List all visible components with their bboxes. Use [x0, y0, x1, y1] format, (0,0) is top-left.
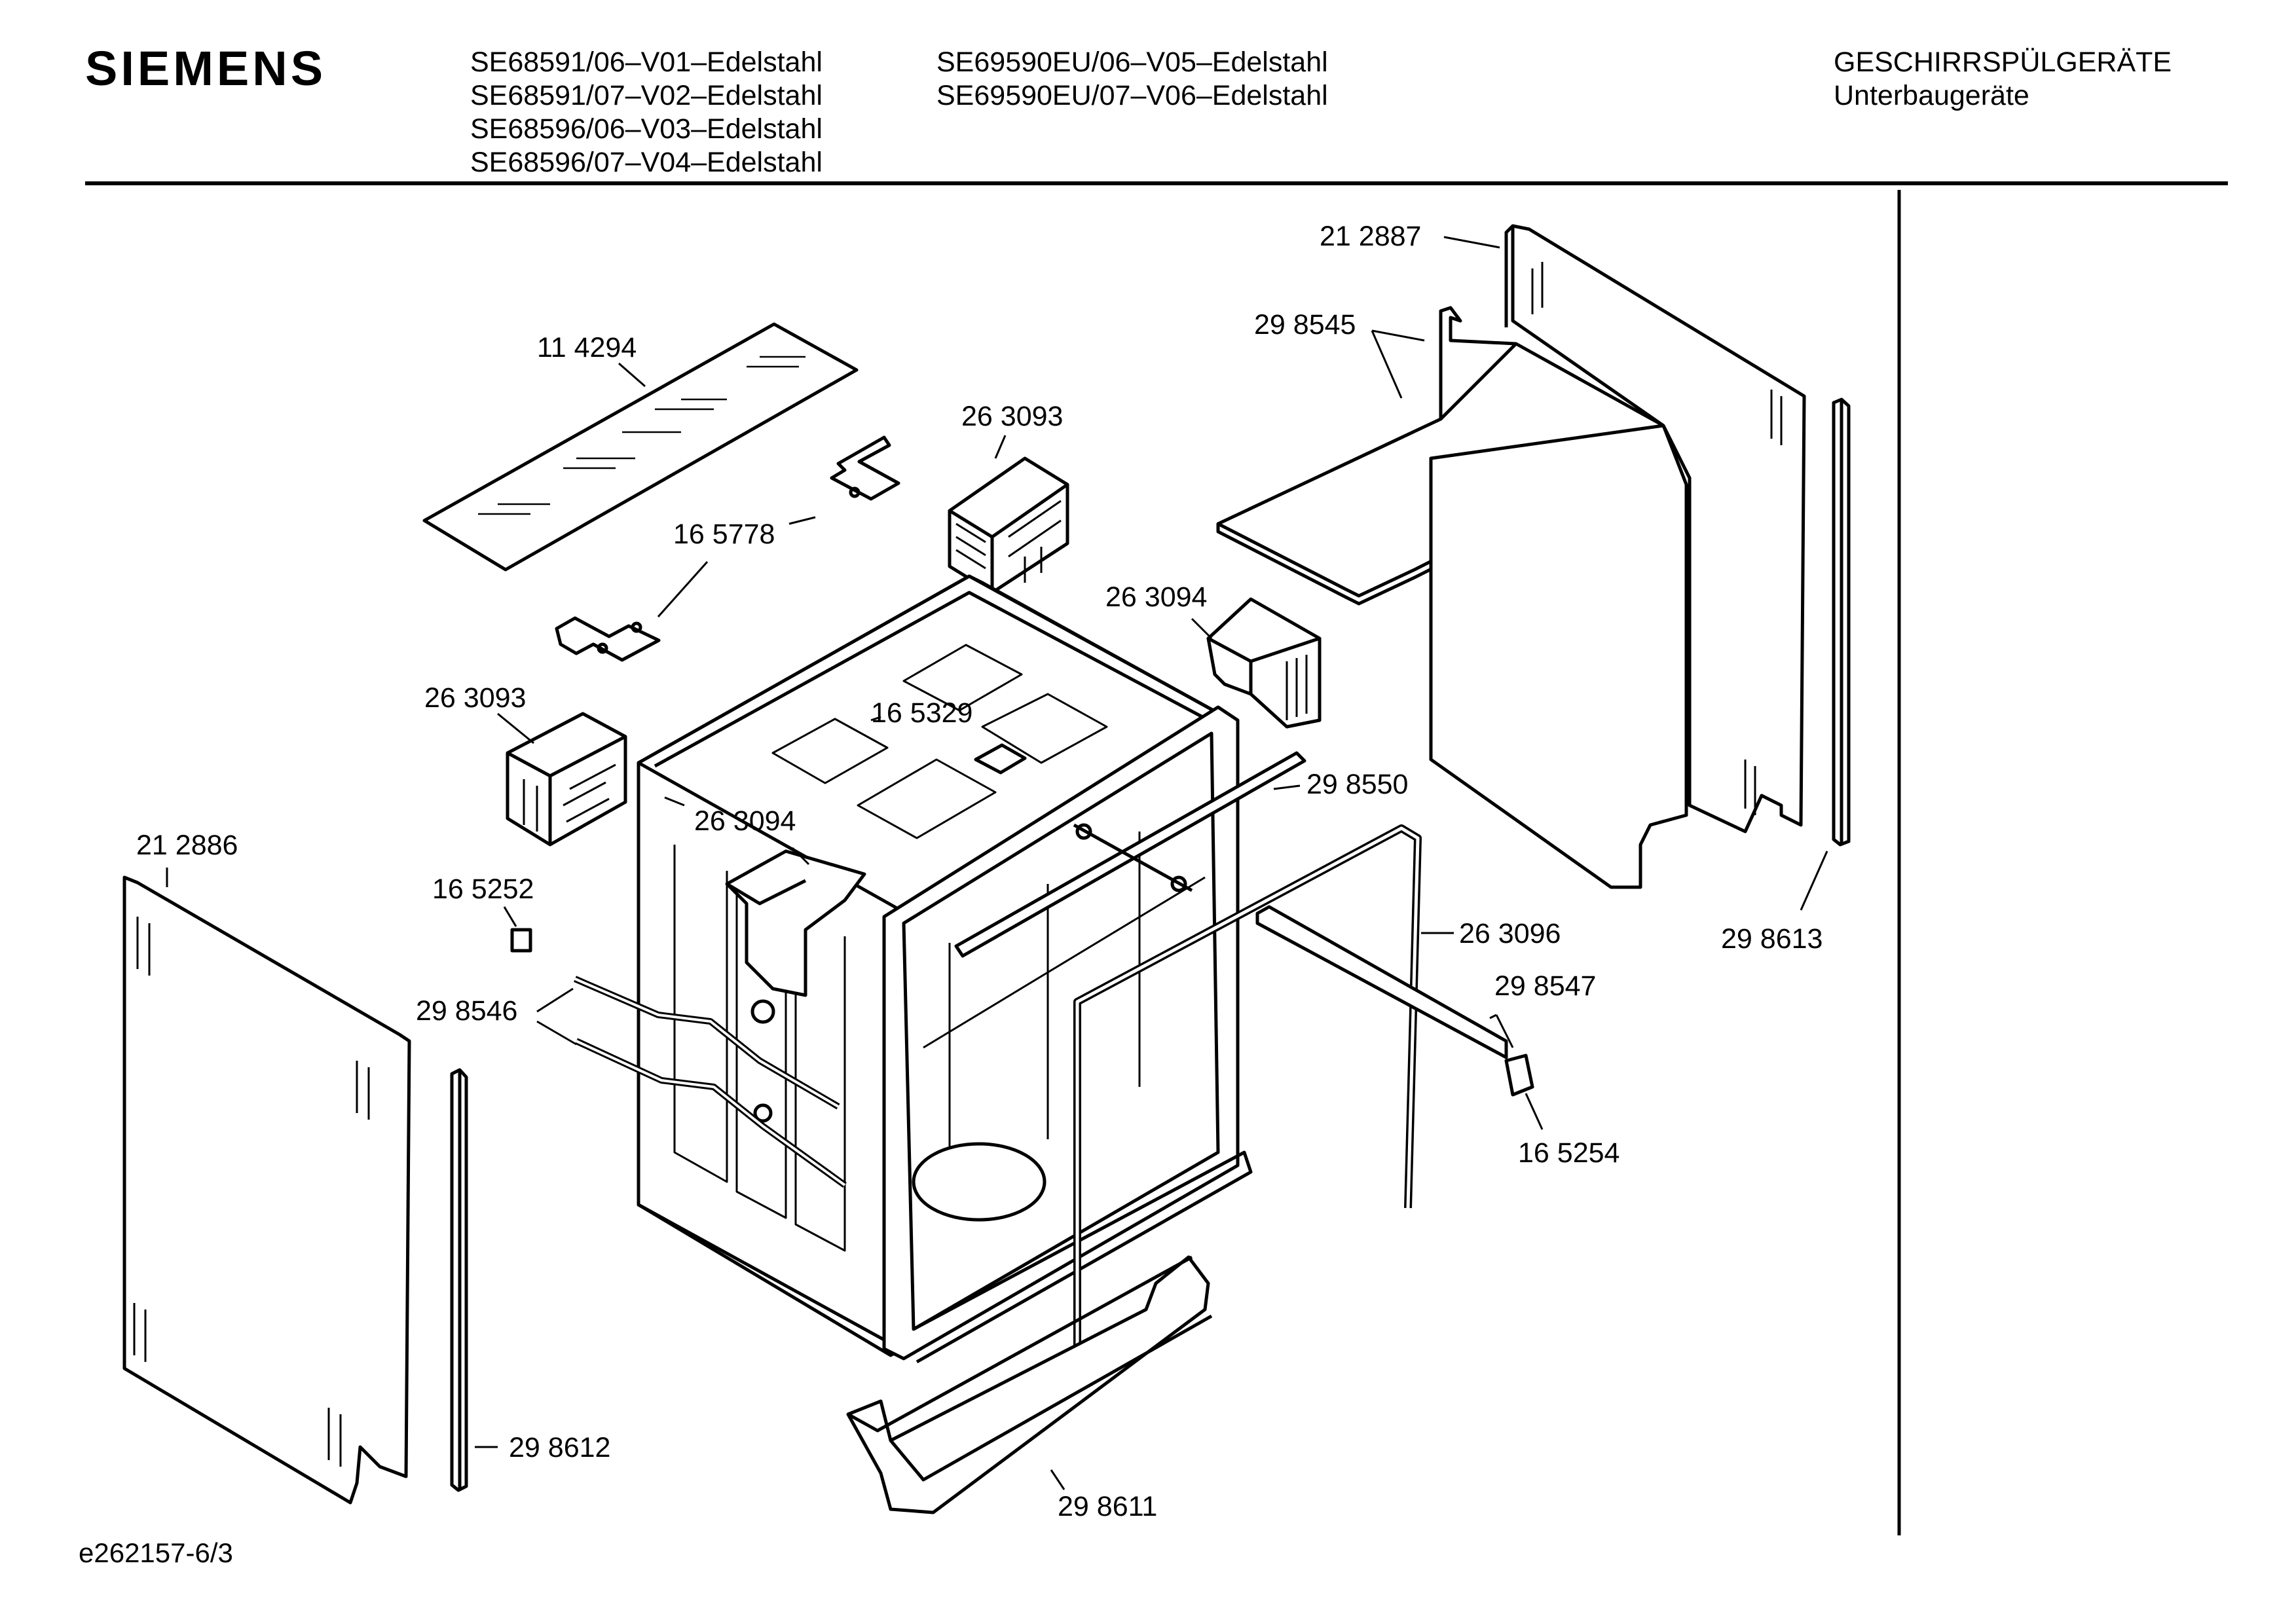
part-label-298611: 29 8611 — [1058, 1491, 1157, 1522]
clip-165252 — [510, 928, 532, 953]
leader-114294 — [618, 362, 646, 388]
category-block: GESCHIRRSPÜLGERÄTE Unterbaugeräte — [1834, 46, 2172, 113]
part-label-165778: 16 5778 — [673, 519, 775, 550]
insulation-mat — [422, 322, 859, 572]
part-label-212886: 21 2886 — [136, 830, 238, 861]
side-cover-mid — [725, 849, 866, 1123]
brand-logo: SIEMENS — [85, 41, 327, 96]
category-title: GESCHIRRSPÜLGERÄTE — [1834, 46, 2172, 78]
leader-298550 — [1273, 784, 1301, 790]
model-item: SE69590EU/06–V05–Edelstahl — [936, 46, 1328, 78]
part-label-263094-mid: 26 3094 — [694, 805, 796, 837]
right-panel-rear — [1429, 424, 1688, 889]
part-label-298547: 29 8547 — [1494, 970, 1596, 1002]
model-item: SE68596/06–V03–Edelstahl — [470, 113, 823, 145]
model-item: SE69590EU/07–V06–Edelstahl — [936, 80, 1328, 111]
base-panel — [846, 1255, 1213, 1514]
part-label-165329: 16 5329 — [871, 697, 972, 729]
part-label-298545: 29 8545 — [1254, 309, 1356, 340]
bracket-lower — [555, 616, 661, 662]
bar-298547 — [1255, 905, 1508, 1059]
strip-left — [450, 1068, 468, 1492]
leader-298545-a — [1371, 329, 1425, 342]
model-item: SE68591/07–V02–Edelstahl — [470, 80, 823, 111]
model-item: SE68591/06–V01–Edelstahl — [470, 46, 823, 78]
leader-298613 — [1800, 851, 1828, 911]
part-label-212887: 21 2887 — [1320, 221, 1421, 252]
leader-298611 — [1050, 1469, 1065, 1490]
latch-165329 — [974, 743, 1027, 775]
rails-298546 — [574, 976, 847, 1188]
strip-right — [1832, 397, 1851, 847]
model-item: SE68596/07–V04–Edelstahl — [470, 147, 823, 178]
part-label-298546: 29 8546 — [416, 995, 517, 1027]
part-label-165252: 16 5252 — [432, 873, 534, 905]
leader-165252 — [503, 906, 517, 927]
hinge-block-top — [948, 456, 1069, 595]
leader-263094-mid-b — [791, 847, 810, 866]
drawing-reference: e262157-6/3 — [79, 1537, 233, 1568]
side-panel-left — [122, 875, 411, 1505]
leader-298546-b — [536, 1020, 577, 1046]
part-label-165254: 16 5254 — [1518, 1137, 1620, 1169]
rail-298550 — [954, 751, 1306, 958]
part-label-263093-top: 26 3093 — [961, 401, 1063, 432]
part-label-263093-left: 26 3093 — [424, 682, 526, 714]
part-label-298550: 29 8550 — [1306, 769, 1408, 800]
part-label-114294: 11 4294 — [537, 332, 637, 363]
leader-298545-b — [1371, 330, 1403, 399]
leader-165778-b — [657, 561, 709, 617]
leader-165254 — [1525, 1093, 1544, 1130]
end-cap-165254 — [1504, 1053, 1534, 1097]
leader-212887 — [1443, 236, 1500, 249]
category-subtitle: Unterbaugeräte — [1834, 80, 2029, 111]
leader-298547-b — [1489, 1014, 1497, 1019]
part-label-298613: 29 8613 — [1721, 923, 1823, 955]
hinge-block-left — [506, 712, 627, 847]
model-list-right: SE69590EU/06–V05–Edelstahl SE69590EU/07–… — [936, 46, 1328, 113]
leader-263093-top — [994, 435, 1007, 459]
part-label-263096: 26 3096 — [1459, 918, 1561, 949]
leader-165329 — [870, 716, 881, 722]
model-list-left: SE68591/06–V01–Edelstahl SE68591/07–V02–… — [470, 46, 823, 179]
part-label-298612: 29 8612 — [509, 1432, 610, 1463]
tub — [637, 574, 1253, 1364]
leader-298547-a — [1495, 1014, 1514, 1048]
leader-165778-a — [788, 516, 816, 525]
leader-298546-a — [536, 987, 574, 1013]
leader-263093-left — [497, 712, 534, 744]
leader-263094-right — [1191, 617, 1213, 640]
bracket-upper — [830, 435, 900, 501]
side-panel-right — [1504, 224, 1806, 833]
part-label-263094-right: 26 3094 — [1105, 581, 1207, 613]
door-gasket — [1073, 824, 1422, 1385]
side-cover-right — [1206, 597, 1322, 729]
leader-263094-mid-a — [664, 796, 685, 807]
